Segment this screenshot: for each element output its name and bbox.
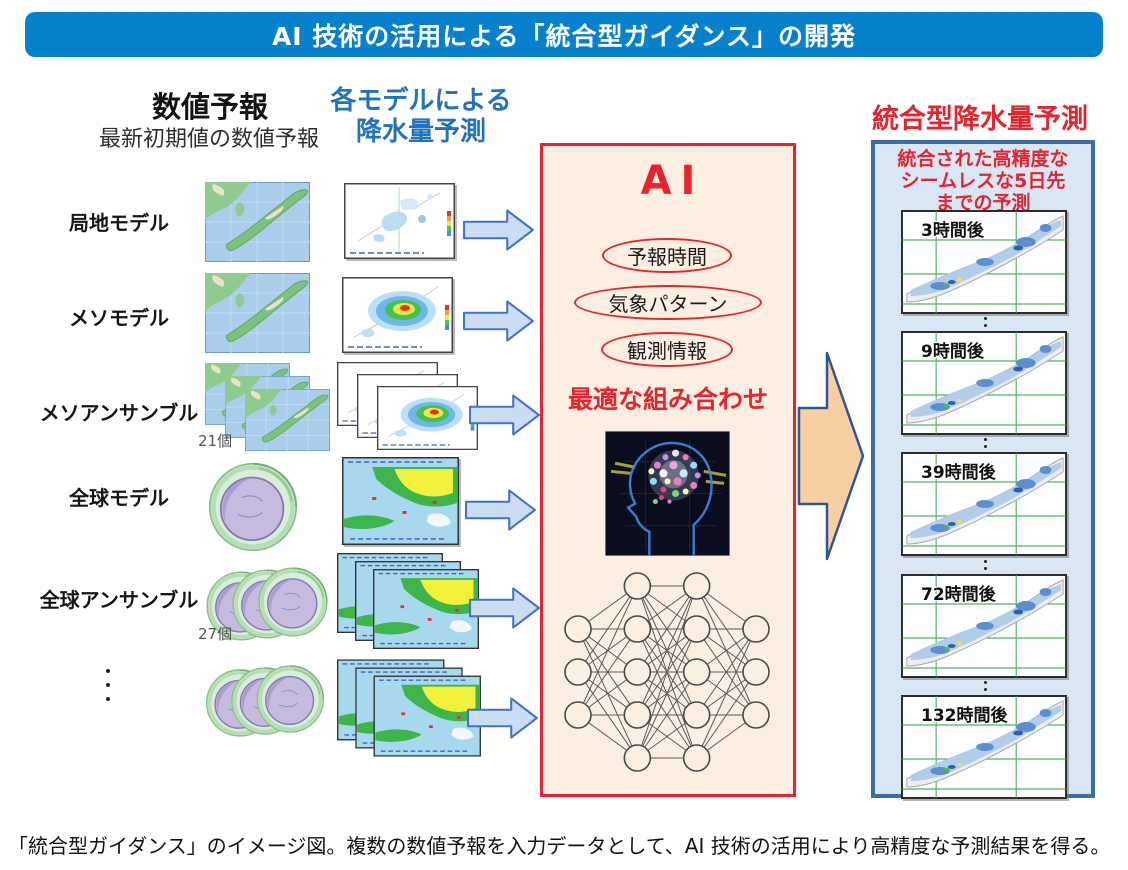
optimal-combination-label: 最適な組み合わせ	[567, 385, 768, 414]
brain-icon	[605, 431, 730, 556]
right-arrow-icon	[468, 583, 542, 633]
model-precip-heading: 各モデルによる 降水量予測	[318, 86, 524, 148]
forecast-map-label: 132時間後	[921, 706, 1008, 726]
forecast-map-3h: 3時間後	[901, 210, 1067, 314]
forecast-map-39h: 39時間後	[901, 452, 1067, 556]
row-label-meso-model: メソモデル	[69, 306, 169, 330]
forecast-map-label: 9時間後	[921, 342, 984, 362]
right-arrow-icon	[468, 390, 542, 440]
right-arrow-icon	[464, 485, 538, 535]
panel-description: 統合された高精度な シームレスな5日先 までの予測	[875, 148, 1091, 214]
title-banner: AI 技術の活用による「統合型ガイダンス」の開発	[25, 12, 1103, 57]
factor-oval-weather-pattern: 気象パターン	[574, 285, 762, 320]
global-precip-map-icon	[342, 457, 459, 545]
big-right-arrow-icon	[797, 350, 867, 562]
panel-description-line2: シームレスな5日先	[900, 170, 1066, 192]
right-arrow-icon	[462, 296, 536, 346]
row-label-local-model: 局地モデル	[69, 211, 169, 235]
panel-description-line3: までの予測	[935, 192, 1031, 214]
integrated-forecast-heading: 統合型降水量予測	[872, 104, 1088, 135]
ai-box: AI 予報時間 気象パターン 観測情報 最適な組み合わせ	[540, 143, 796, 797]
model-precip-heading-line1: 各モデルによる	[330, 86, 512, 116]
page-title: AI 技術の活用による「統合型ガイダンス」の開発	[271, 21, 857, 51]
forecast-map-72h: 72時間後	[901, 574, 1067, 678]
row-label-global-model: 全球モデル	[69, 486, 169, 510]
precip-map-stack-icon	[337, 362, 478, 452]
more-models-ellipsis	[106, 664, 110, 706]
ensemble-count-27: 27個	[198, 625, 233, 643]
right-arrow-icon	[462, 205, 536, 255]
precip-map-icon	[342, 277, 453, 353]
topo-map-icon	[205, 182, 310, 262]
forecast-map-label: 72時間後	[921, 585, 996, 605]
precip-map-icon	[344, 183, 455, 259]
topo-map-icon	[205, 273, 310, 353]
factor-oval-forecast-time: 予報時間	[602, 238, 732, 273]
ai-title: AI	[640, 158, 705, 204]
globe-icon	[206, 461, 300, 553]
neural-network-icon	[560, 566, 774, 778]
forecast-map-label: 39時間後	[921, 463, 996, 483]
forecast-map-132h: 132時間後	[901, 695, 1067, 799]
forecast-map-label: 3時間後	[921, 221, 984, 241]
forecast-map-9h: 9時間後	[901, 331, 1067, 435]
numerical-forecast-heading: 数値予報	[151, 90, 268, 124]
global-precip-stack-icon	[337, 659, 482, 757]
row-label-meso-ensemble: メソアンサンブル	[39, 401, 199, 425]
integrated-forecast-panel: 統合された高精度な シームレスな5日先 までの予測 3時間後 9時間後 39時間…	[871, 140, 1095, 798]
ensemble-count-21: 21個	[198, 432, 233, 450]
globe-stack-icon	[203, 664, 327, 740]
global-precip-stack-icon	[337, 553, 480, 649]
latest-initial-subheading: 最新初期値の数値予報	[98, 127, 319, 152]
panel-description-line1: 統合された高精度な	[897, 148, 1069, 170]
right-arrow-icon	[466, 693, 540, 743]
figure-caption: 「統合型ガイダンス」のイメージ図。複数の数値予報を入力データとして、AI 技術の…	[8, 834, 1111, 858]
model-precip-heading-line2: 降水量予測	[355, 117, 486, 147]
factor-oval-observation-data: 観測情報	[601, 332, 733, 367]
row-label-global-ensemble: 全球アンサンブル	[39, 588, 199, 612]
